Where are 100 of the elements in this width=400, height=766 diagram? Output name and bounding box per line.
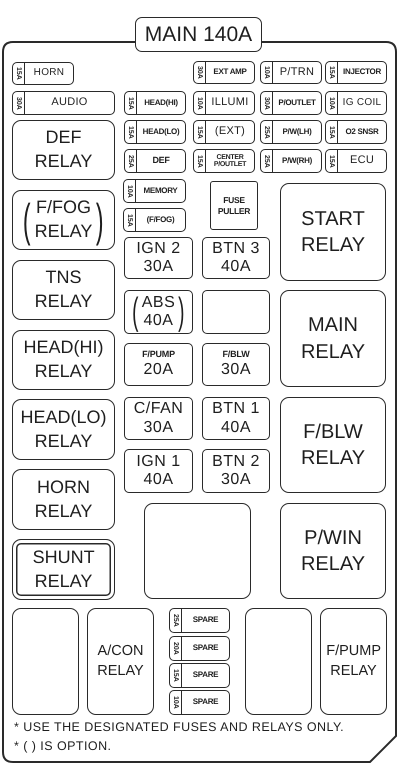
relay-label: HEAD(HI) RELAY	[24, 336, 104, 383]
mini-fuse	[12, 91, 115, 115]
relay-label: HEAD(LO) RELAY	[20, 406, 106, 452]
mini-fuse	[325, 91, 387, 115]
fuse-label: ECU	[350, 155, 374, 167]
empty-slot	[144, 503, 251, 599]
relay-label: SHUNT RELAY	[32, 546, 94, 592]
empty-slot	[12, 608, 79, 715]
fuse-rating: 40A	[221, 418, 251, 437]
mini-fuse	[260, 61, 322, 84]
fuse-label: F/PUMP	[142, 349, 175, 360]
relay	[12, 399, 115, 460]
option-parenthesis: )	[96, 197, 104, 243]
puller-label: FUSE PULLER	[218, 194, 250, 216]
relay-label: A/CON RELAY	[97, 642, 144, 680]
main-fuse	[135, 17, 262, 52]
fuse-rating: 30A	[144, 258, 174, 276]
fuse-rating: 30A	[144, 418, 174, 437]
mini-fuse	[193, 120, 255, 144]
relay-label: F/FOG RELAY	[34, 196, 92, 243]
relay	[280, 397, 386, 493]
mini-fuse	[260, 91, 322, 115]
mini-fuse	[169, 636, 230, 661]
mini-fuse	[193, 61, 255, 84]
relay-label: MAIN RELAY	[300, 313, 366, 364]
fuse-label: P/OUTLET	[278, 98, 316, 108]
fuse-label: IGN 2	[136, 240, 181, 258]
option-parenthesis: )	[178, 293, 185, 331]
fuse-label: SPARE	[192, 671, 218, 680]
mini-fuse	[260, 120, 322, 144]
fuse-label: P/TRN	[280, 66, 314, 78]
fuse-label: BTN 1	[212, 400, 260, 418]
fuse-label: MEMORY	[144, 186, 178, 196]
fuse-label: SPARE	[192, 644, 218, 653]
fuse-label: HEAD(LO)	[142, 128, 180, 136]
fuse-label: SPARE	[192, 698, 218, 707]
fuse-label: HEAD(HI)	[144, 98, 178, 108]
fuse-rating: 40A	[144, 312, 174, 330]
fuse-rating: 30A	[221, 471, 251, 490]
relay-label: HORN RELAY	[34, 476, 92, 522]
mini-fuse	[169, 608, 230, 633]
mini-fuse	[260, 149, 322, 173]
mini-fuse	[193, 149, 255, 173]
mini-fuse	[169, 663, 230, 688]
relay	[12, 190, 115, 250]
fuse-puller-slot	[210, 181, 258, 230]
fuse-label: IGN 1	[136, 452, 181, 471]
relay	[87, 608, 154, 715]
relay	[12, 260, 115, 320]
fuse-label: EXT AMP	[213, 68, 247, 77]
fuse-label: (F/FOG)	[146, 216, 174, 224]
empty-slot	[202, 290, 270, 334]
footnote: * USE THE DESIGNATED FUSES AND RELAYS ONLY.	[14, 721, 344, 734]
mini-fuse	[124, 120, 186, 144]
relay	[280, 290, 386, 387]
empty-slot	[245, 608, 312, 715]
mini-fuse	[123, 208, 186, 232]
fuse-label: C/FAN	[134, 400, 184, 418]
fuse-label: SPARE	[192, 616, 218, 625]
fuse	[124, 449, 193, 493]
fuse-label: INJECTOR	[343, 68, 381, 77]
fuse-rating: 30A	[221, 361, 251, 380]
mini-fuse	[12, 62, 74, 85]
fuse	[124, 290, 193, 334]
relay	[320, 608, 387, 715]
fuse-label: AUDIO	[51, 97, 88, 109]
fuse-label: (EXT)	[214, 126, 246, 138]
fuse	[202, 237, 270, 279]
fuse-label: IG COIL	[342, 98, 382, 108]
relay-label: TNS RELAY	[34, 266, 92, 313]
mini-fuse	[193, 91, 255, 115]
mini-fuse	[124, 149, 186, 173]
mini-fuse	[123, 179, 186, 203]
fuse-rating: 40A	[221, 258, 251, 276]
footnote: * ( ) IS OPTION.	[14, 740, 112, 752]
mini-fuse	[124, 91, 186, 115]
relay-label: START RELAY	[300, 206, 366, 258]
fuse	[202, 397, 270, 440]
mini-fuse	[325, 61, 387, 84]
fuse-label: DEF	[152, 156, 170, 166]
fuse	[124, 397, 193, 440]
fuse-rating: 20A	[144, 361, 174, 380]
option-parenthesis: (	[132, 293, 139, 331]
relay	[12, 469, 115, 530]
fuse	[124, 343, 193, 386]
relay	[280, 183, 386, 281]
fuse	[124, 237, 193, 279]
mini-fuse	[325, 149, 387, 173]
fuse-label: F/BLW	[222, 349, 250, 360]
relay-label: P/WIN RELAY	[300, 526, 366, 577]
relay-label: DEF RELAY	[34, 126, 92, 173]
fuse-label: ILLUMI	[211, 97, 249, 109]
fuse	[202, 343, 270, 386]
option-parenthesis: (	[23, 197, 31, 243]
relay-label: F/PUMP RELAY	[326, 642, 381, 680]
relay	[12, 330, 115, 390]
mini-fuse	[325, 120, 387, 144]
relay	[280, 503, 386, 599]
relay-label: F/BLW RELAY	[300, 420, 366, 471]
fuse-rating: 40A	[144, 471, 174, 490]
